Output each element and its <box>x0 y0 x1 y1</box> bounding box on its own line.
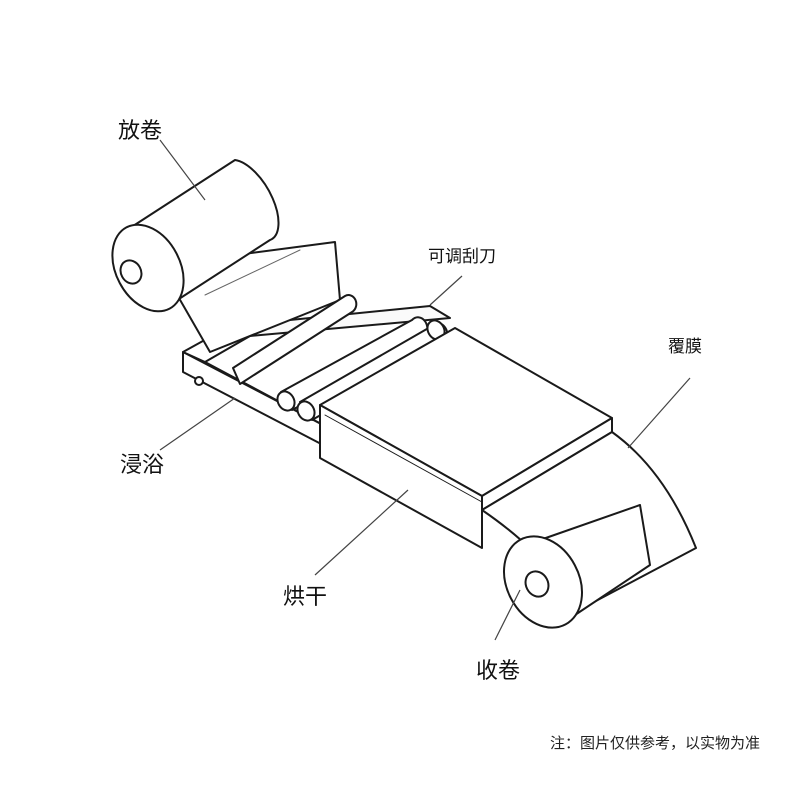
label-film: 覆膜 <box>668 337 702 357</box>
disclaimer-note: 注：图片仅供参考，以实物为准 <box>549 734 760 752</box>
label-dryer: 烘干 <box>283 585 327 610</box>
guide-rollers <box>232 294 449 422</box>
unwind-core-icon <box>119 259 143 285</box>
label-scraper: 可调刮刀 <box>428 247 496 267</box>
leader-unwind <box>159 139 206 201</box>
rewind-roll <box>503 504 651 629</box>
leader-bath <box>159 397 236 451</box>
dryer-box <box>319 327 613 549</box>
leader-rewind <box>494 589 521 641</box>
label-unwind: 放卷 <box>118 119 162 144</box>
rewind-core-icon <box>524 570 550 598</box>
leader-film <box>627 377 691 449</box>
label-bath: 浸浴 <box>120 453 164 478</box>
leader-scraper <box>429 275 463 306</box>
dryer-front <box>319 404 483 549</box>
bath-axle-icon <box>194 376 204 386</box>
leader-dryer <box>314 489 409 576</box>
unwind-roll <box>111 159 341 353</box>
leader-lines <box>159 139 691 641</box>
label-rewind: 收卷 <box>476 659 520 684</box>
